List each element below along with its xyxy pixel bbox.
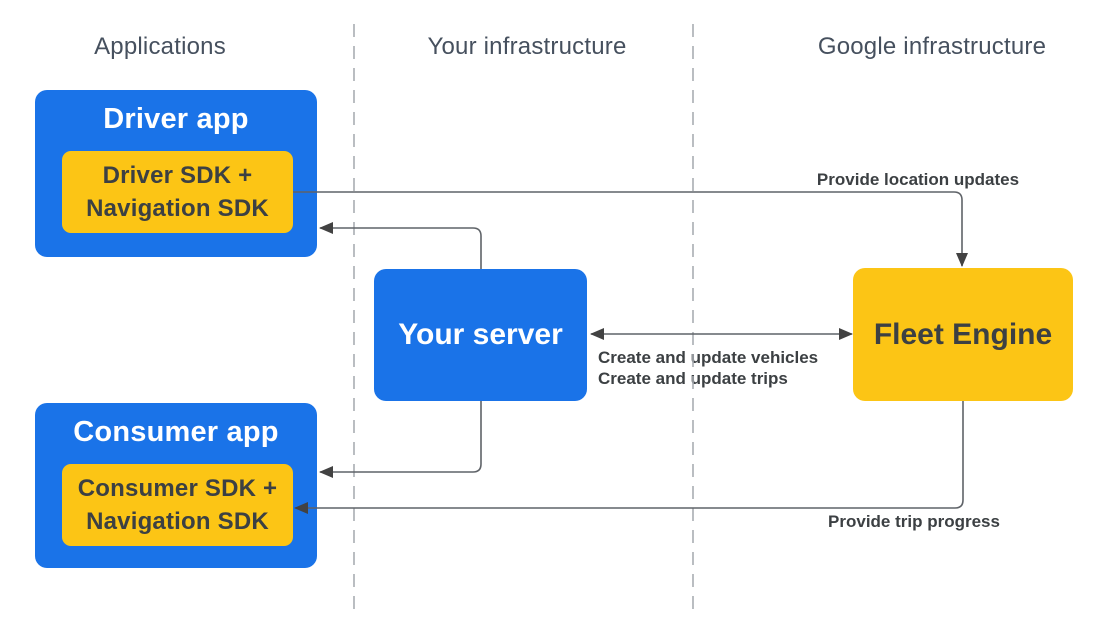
driver-sdk-label-line1: Driver SDK +	[102, 162, 253, 189]
column-heading-your-infrastructure: Your infrastructure	[427, 33, 627, 60]
arrow-server-to-consumer-app	[319, 401, 482, 478]
your-server-title: Your server	[398, 318, 563, 351]
fleet-engine-title: Fleet Engine	[873, 317, 1053, 351]
driver-app-title: Driver app	[103, 103, 249, 135]
consumer-app-node: Consumer app Consumer SDK + Navigation S…	[35, 403, 317, 568]
consumer-sdk-label-line2: Navigation SDK	[86, 508, 269, 535]
edge-label-create-update: Create and update vehicles Create and up…	[598, 347, 818, 389]
column-heading-applications: Applications	[94, 33, 226, 60]
fleet-engine-node: Fleet Engine	[853, 268, 1073, 401]
your-server-node: Your server	[374, 269, 587, 401]
edge-label-create-update-trips: Create and update trips	[598, 369, 788, 388]
arrow-server-to-driver-app	[319, 222, 482, 269]
consumer-sdk-node: Consumer SDK + Navigation SDK	[62, 464, 293, 546]
arrow-fleet-to-consumer-sdk	[294, 401, 964, 514]
edge-label-create-update-vehicles: Create and update vehicles	[598, 348, 819, 367]
arrow-driver-to-fleet-engine	[293, 191, 968, 267]
consumer-sdk-label-line1: Consumer SDK +	[77, 475, 278, 502]
driver-sdk-node: Driver SDK + Navigation SDK	[62, 151, 293, 233]
edge-label-provide-trip-progress: Provide trip progress	[828, 512, 1000, 531]
consumer-app-title: Consumer app	[73, 416, 279, 448]
edge-label-provide-location-updates: Provide location updates	[816, 170, 1020, 189]
column-heading-google-infrastructure: Google infrastructure	[817, 33, 1047, 60]
driver-sdk-label-line2: Navigation SDK	[86, 195, 269, 222]
driver-app-node: Driver app Driver SDK + Navigation SDK	[35, 90, 317, 257]
